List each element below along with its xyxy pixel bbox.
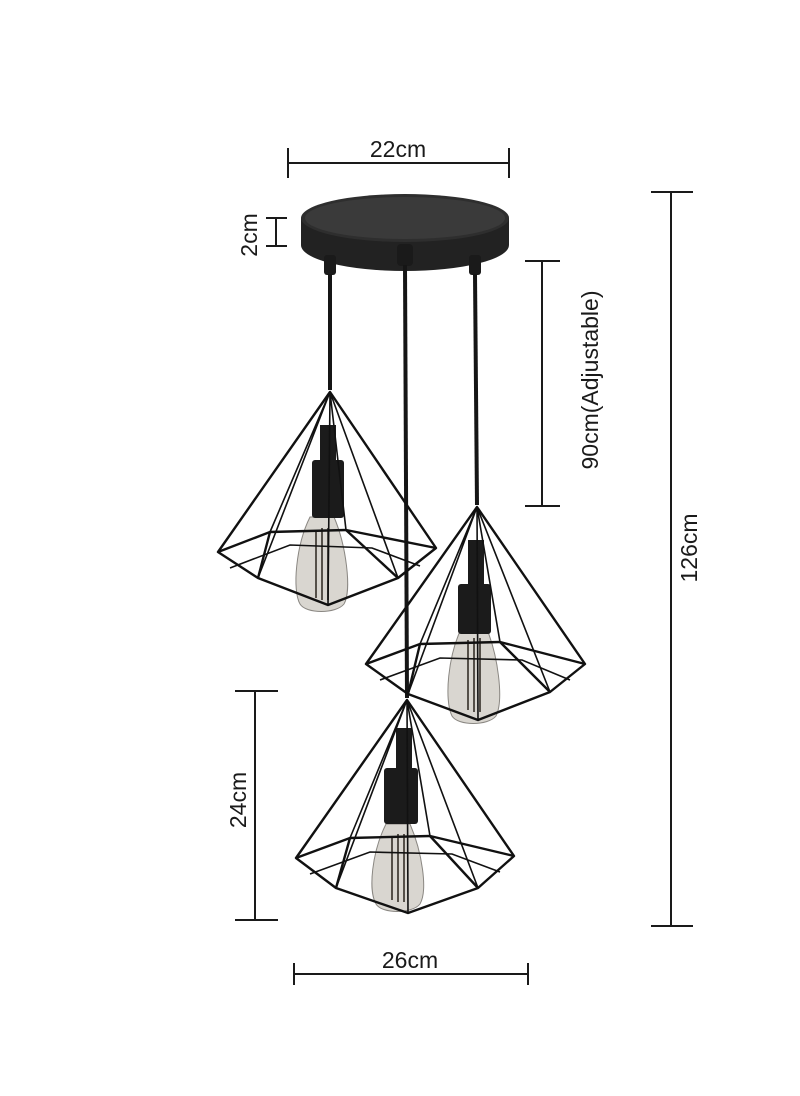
cord-length-label: 90cm(Adjustable) bbox=[577, 291, 603, 470]
total-height-dimension: 126cm bbox=[651, 191, 702, 927]
shade-width-dimension: 26cm bbox=[293, 947, 529, 985]
shade-height-dimension: 24cm bbox=[225, 690, 278, 921]
canopy-height-label: 2cm bbox=[236, 213, 262, 256]
pendant-bottom bbox=[294, 698, 516, 915]
pendant-cords bbox=[328, 264, 479, 699]
shade-height-label: 24cm bbox=[225, 772, 251, 828]
pendant-left bbox=[216, 390, 438, 612]
canopy-width-label: 22cm bbox=[370, 136, 426, 162]
ceiling-canopy bbox=[301, 194, 509, 275]
canopy-width-dimension: 22cm bbox=[287, 136, 510, 178]
canopy-height-dimension: 2cm bbox=[236, 213, 287, 257]
total-height-label: 126cm bbox=[676, 513, 702, 582]
pendant-right bbox=[364, 505, 587, 724]
shade-width-label: 26cm bbox=[382, 947, 438, 973]
cord-length-dimension: 90cm(Adjustable) bbox=[525, 260, 603, 507]
